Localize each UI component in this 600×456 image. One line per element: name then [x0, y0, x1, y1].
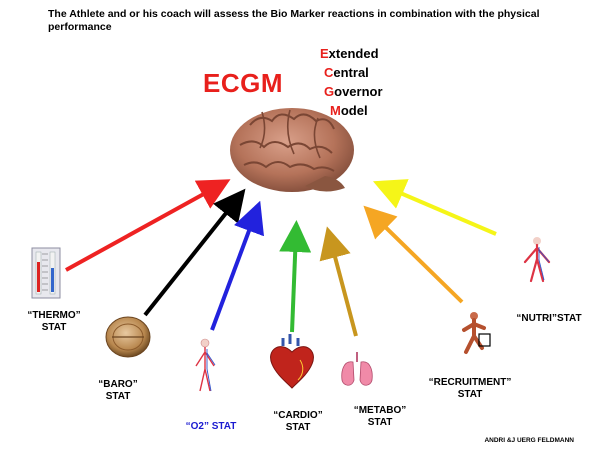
model-line-extended: Extended — [320, 46, 379, 61]
thermo-stat-label: “THERMO” STAT — [27, 310, 81, 333]
baro-arrow — [143, 188, 246, 317]
metabo-stat-label: “METABO” STAT — [353, 405, 407, 428]
lungs-icon — [341, 352, 373, 386]
o2-stat-label: “O2” STAT — [185, 421, 237, 432]
author-credit: ANDRI &J UERG FELDMANN — [484, 437, 574, 444]
cardio-arrow — [279, 220, 312, 333]
model-name: Extended Central Governor Model — [320, 44, 383, 120]
model-line-governor: Governor — [324, 84, 383, 99]
o2-arrow — [210, 200, 265, 331]
thermometer-icon — [31, 247, 61, 299]
recruitment-stat-label: “RECRUITMENT” STAT — [428, 377, 512, 400]
header-text: The Athlete and or his coach will assess… — [48, 8, 540, 33]
barometer-icon — [105, 316, 151, 358]
heart-icon — [270, 334, 314, 389]
recruitment-arrow — [363, 205, 464, 304]
muscle-body-icon — [462, 312, 491, 354]
cardio-stat-label: “CARDIO” STAT — [273, 410, 323, 433]
baro-stat-label: “BARO” STAT — [98, 379, 138, 402]
thermo-arrow — [65, 179, 231, 272]
ecgm-title: ECGM — [203, 68, 283, 98]
model-line-central: Central — [324, 65, 369, 80]
model-line-model: Model — [330, 103, 368, 118]
nutri-stat-label: “NUTRI”STAT — [516, 313, 582, 324]
metabo-arrow — [319, 226, 358, 337]
vascular-body-icon — [523, 237, 551, 283]
brain-icon — [230, 108, 354, 192]
nutri-arrow — [372, 179, 497, 236]
circulatory-system-icon — [195, 338, 216, 392]
